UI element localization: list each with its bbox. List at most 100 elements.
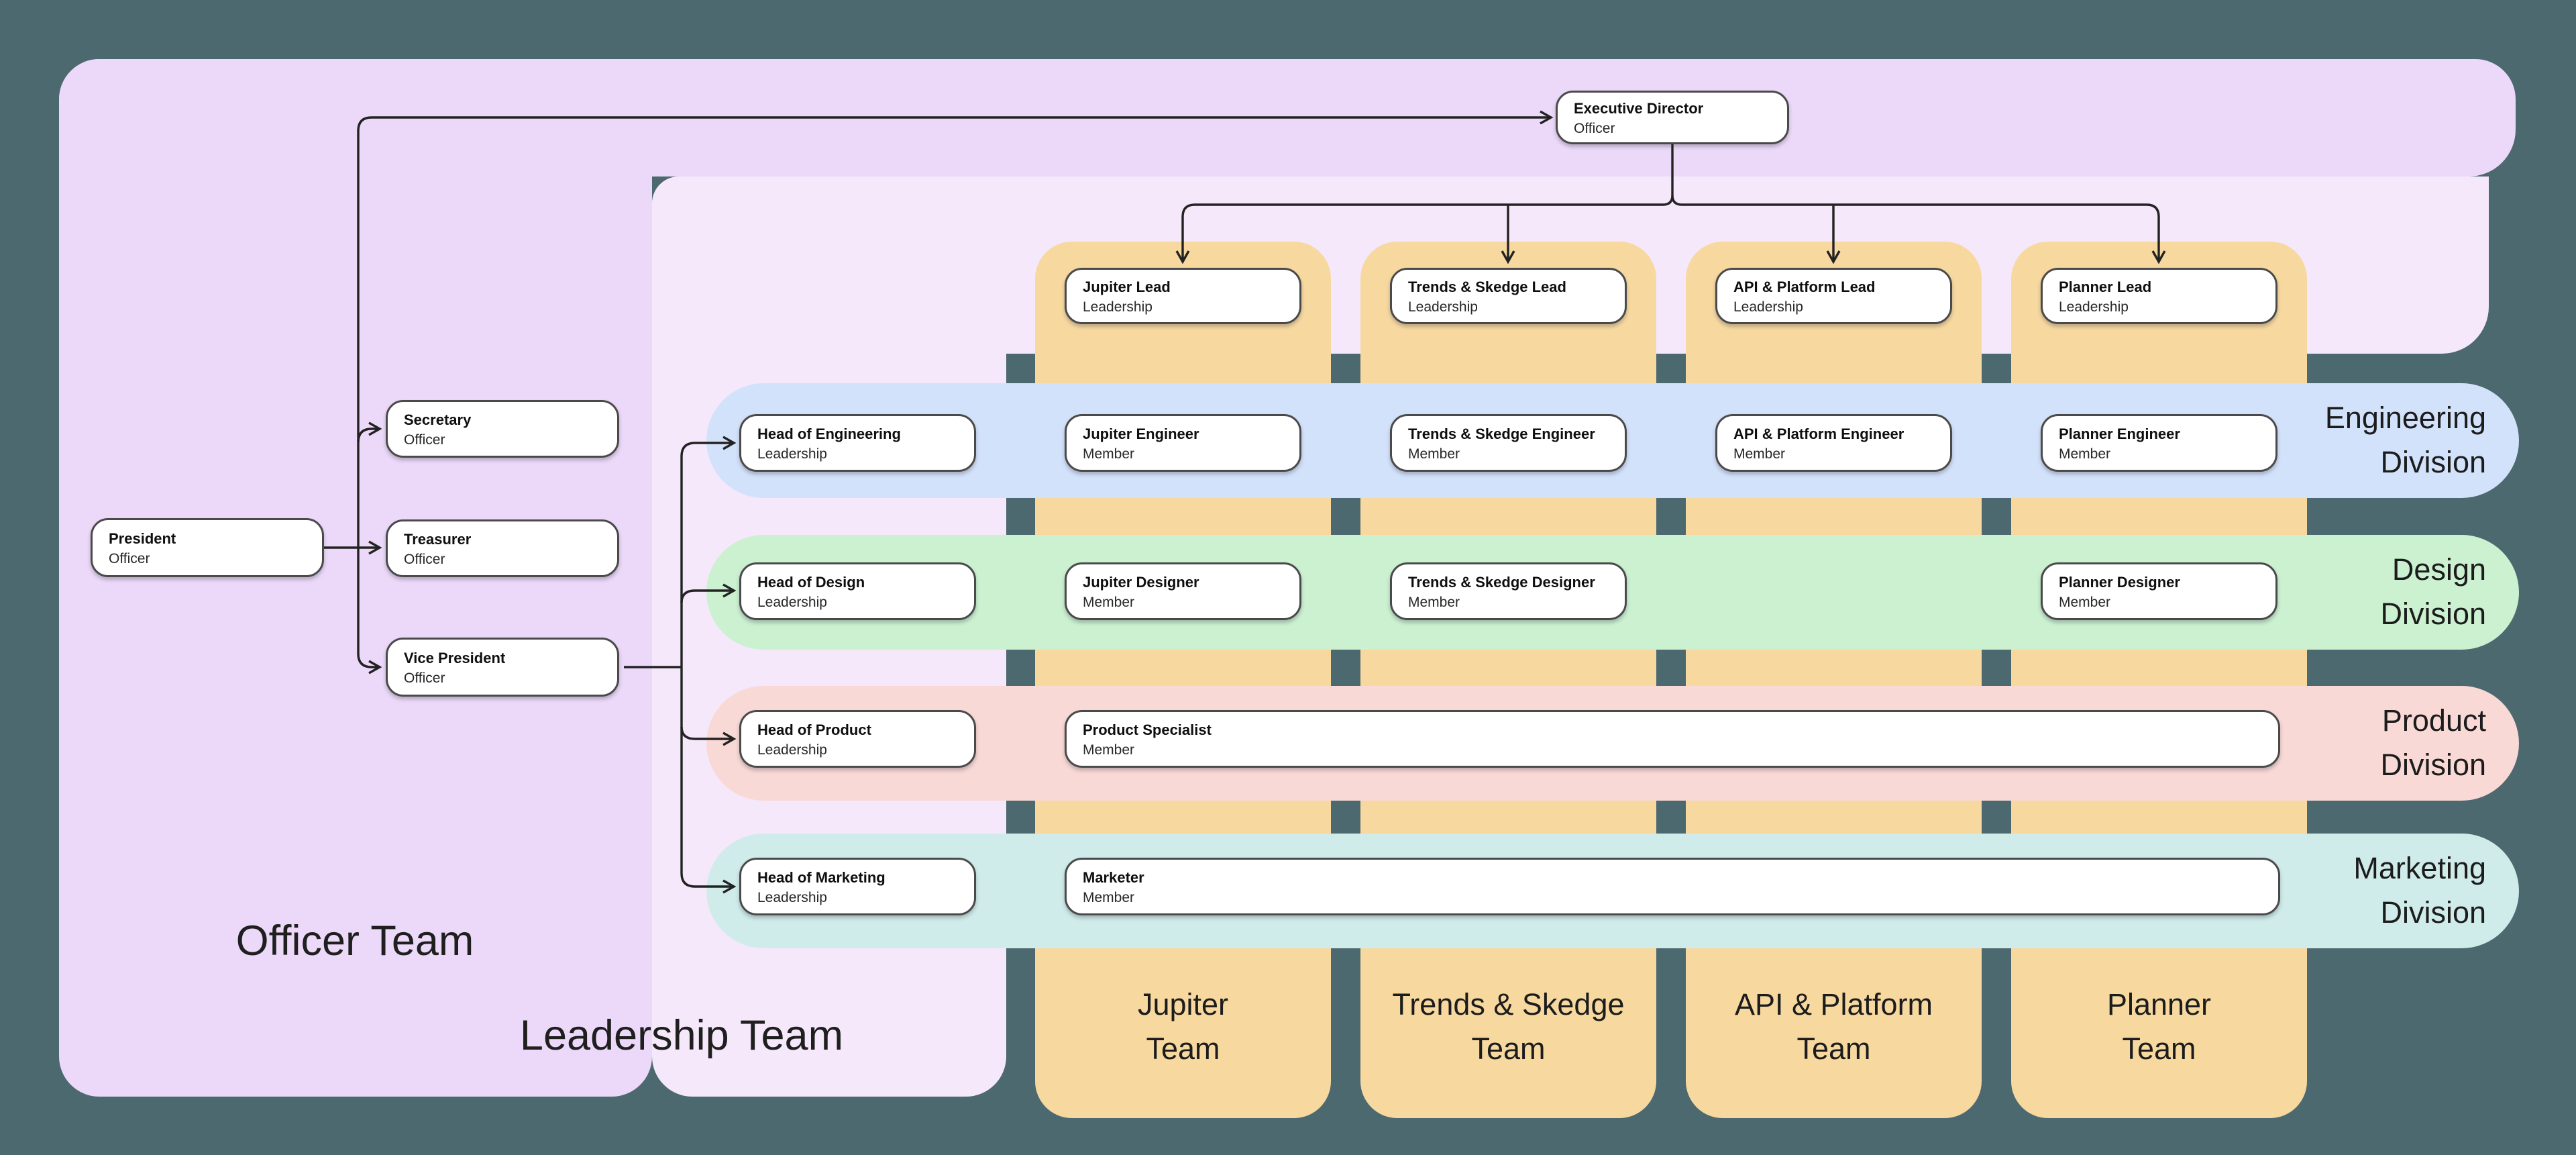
node-planner-engineer[interactable]: Planner Engineer Member bbox=[2041, 414, 2277, 472]
node-head-product[interactable]: Head of Product Leadership bbox=[739, 710, 976, 768]
node-subtitle: Leadership bbox=[1083, 299, 1152, 315]
node-title: Planner Designer bbox=[2059, 574, 2180, 591]
division-label-line1: Marketing bbox=[2353, 851, 2486, 885]
node-jupiter-designer[interactable]: Jupiter Designer Member bbox=[1065, 562, 1301, 620]
node-title: Trends & Skedge Lead bbox=[1408, 279, 1566, 295]
node-subtitle: Officer bbox=[109, 551, 150, 566]
node-title: Treasurer bbox=[404, 531, 472, 548]
officer-team-panel bbox=[59, 59, 652, 1097]
node-title: Jupiter Designer bbox=[1083, 574, 1199, 591]
node-subtitle: Leadership bbox=[1733, 299, 1803, 315]
division-label-marketing: Marketing Division bbox=[2084, 846, 2486, 935]
node-title: Marketer bbox=[1083, 869, 1144, 886]
edge-president-vice-president bbox=[357, 548, 382, 674]
node-title: Head of Design bbox=[757, 574, 865, 591]
node-subtitle: Member bbox=[1733, 446, 1786, 462]
node-president[interactable]: President Officer bbox=[91, 518, 324, 577]
node-title: Jupiter Engineer bbox=[1083, 425, 1199, 442]
node-trends-skedge-engineer[interactable]: Trends & Skedge Engineer Member bbox=[1390, 414, 1627, 472]
node-title: Planner Lead bbox=[2059, 279, 2152, 295]
team-label-jupiter: Jupiter Team bbox=[1035, 983, 1331, 1071]
node-trends-skedge-lead[interactable]: Trends & Skedge Lead Leadership bbox=[1390, 268, 1627, 324]
node-jupiter-engineer[interactable]: Jupiter Engineer Member bbox=[1065, 414, 1301, 472]
node-marketer[interactable]: Marketer Member bbox=[1065, 858, 2280, 915]
node-subtitle: Member bbox=[1083, 446, 1135, 462]
node-subtitle: Member bbox=[1408, 446, 1460, 462]
node-title: Planner Engineer bbox=[2059, 425, 2180, 442]
division-label-line2: Division bbox=[2380, 748, 2486, 782]
node-title: Trends & Skedge Engineer bbox=[1408, 425, 1595, 442]
team-label-line2: Team bbox=[1471, 1032, 1546, 1066]
node-trends-skedge-designer[interactable]: Trends & Skedge Designer Member bbox=[1390, 562, 1627, 620]
node-subtitle: Officer bbox=[404, 670, 445, 686]
node-head-marketing[interactable]: Head of Marketing Leadership bbox=[739, 858, 976, 915]
node-subtitle: Leadership bbox=[2059, 299, 2129, 315]
division-label-engineering: Engineering Division bbox=[2084, 396, 2486, 485]
edge-vp-head-product bbox=[680, 726, 737, 746]
team-label-line2: Team bbox=[2122, 1032, 2196, 1066]
node-title: Jupiter Lead bbox=[1083, 279, 1171, 295]
edge-vp-head-marketing bbox=[680, 667, 737, 894]
node-subtitle: Member bbox=[1408, 595, 1460, 610]
officer-team-label: Officer Team bbox=[235, 917, 474, 964]
edge-vp-head-engineering bbox=[680, 436, 737, 667]
node-title: Trends & Skedge Designer bbox=[1408, 574, 1595, 591]
node-planner-designer[interactable]: Planner Designer Member bbox=[2041, 562, 2277, 620]
leadership-team-label: Leadership Team bbox=[519, 1012, 844, 1059]
node-head-design[interactable]: Head of Design Leadership bbox=[739, 562, 976, 620]
division-label-line1: Product bbox=[2381, 703, 2486, 738]
division-label-design: Design Division bbox=[2084, 548, 2486, 636]
edge-exec-jupiter-lead bbox=[1175, 144, 1674, 264]
node-subtitle: Leadership bbox=[757, 890, 827, 905]
node-product-specialist[interactable]: Product Specialist Member bbox=[1065, 710, 2280, 768]
node-planner-lead[interactable]: Planner Lead Leadership bbox=[2041, 268, 2277, 324]
node-subtitle: Officer bbox=[404, 432, 445, 448]
team-label-api-platform: API & Platform Team bbox=[1686, 983, 1982, 1071]
node-title: Product Specialist bbox=[1083, 721, 1212, 738]
node-subtitle: Member bbox=[2059, 595, 2111, 610]
team-label-line2: Team bbox=[1146, 1032, 1220, 1066]
node-subtitle: Officer bbox=[1574, 121, 1615, 136]
node-title: API & Platform Lead bbox=[1733, 279, 1876, 295]
node-treasurer[interactable]: Treasurer Officer bbox=[386, 519, 619, 577]
node-subtitle: Leadership bbox=[757, 595, 827, 610]
node-subtitle: Leadership bbox=[757, 742, 827, 758]
node-subtitle: Member bbox=[1083, 742, 1135, 758]
node-executive-director[interactable]: Executive Director Officer bbox=[1556, 91, 1789, 144]
node-subtitle: Member bbox=[2059, 446, 2111, 462]
node-subtitle: Member bbox=[1083, 890, 1135, 905]
edge-vp-head-design bbox=[680, 583, 737, 603]
team-label-line1: Trends & Skedge bbox=[1392, 987, 1625, 1021]
node-title: Head of Marketing bbox=[757, 869, 885, 886]
node-title: Head of Product bbox=[757, 721, 871, 738]
node-subtitle: Leadership bbox=[1408, 299, 1478, 315]
division-label-line1: Design bbox=[2392, 552, 2486, 587]
team-label-line1: API & Platform bbox=[1734, 987, 1933, 1021]
division-label-line2: Division bbox=[2380, 597, 2486, 631]
node-vice-president[interactable]: Vice President Officer bbox=[386, 638, 619, 697]
team-label-line2: Team bbox=[1796, 1032, 1871, 1066]
node-title: Executive Director bbox=[1574, 100, 1704, 117]
node-subtitle: Officer bbox=[404, 552, 445, 567]
edge-president-exec-director bbox=[357, 110, 1554, 548]
node-title: President bbox=[109, 530, 176, 547]
node-jupiter-lead[interactable]: Jupiter Lead Leadership bbox=[1065, 268, 1301, 324]
team-label-line1: Jupiter bbox=[1137, 987, 1229, 1021]
edge-president-secretary bbox=[357, 421, 382, 443]
node-title: Head of Engineering bbox=[757, 425, 901, 442]
division-label-line2: Division bbox=[2380, 445, 2486, 479]
division-label-line1: Engineering bbox=[2324, 401, 2486, 435]
node-title: Vice President bbox=[404, 650, 506, 666]
node-api-platform-lead[interactable]: API & Platform Lead Leadership bbox=[1715, 268, 1952, 324]
node-title: Secretary bbox=[404, 411, 472, 428]
node-secretary[interactable]: Secretary Officer bbox=[386, 400, 619, 458]
edge-exec-planner-lead bbox=[1671, 195, 2166, 264]
node-head-engineering[interactable]: Head of Engineering Leadership bbox=[739, 414, 976, 472]
node-subtitle: Member bbox=[1083, 595, 1135, 610]
node-title: API & Platform Engineer bbox=[1733, 425, 1904, 442]
team-label-trends-skedge: Trends & Skedge Team bbox=[1360, 983, 1656, 1071]
node-api-platform-engineer[interactable]: API & Platform Engineer Member bbox=[1715, 414, 1952, 472]
division-label-product: Product Division bbox=[2084, 699, 2486, 787]
node-subtitle: Leadership bbox=[757, 446, 827, 462]
